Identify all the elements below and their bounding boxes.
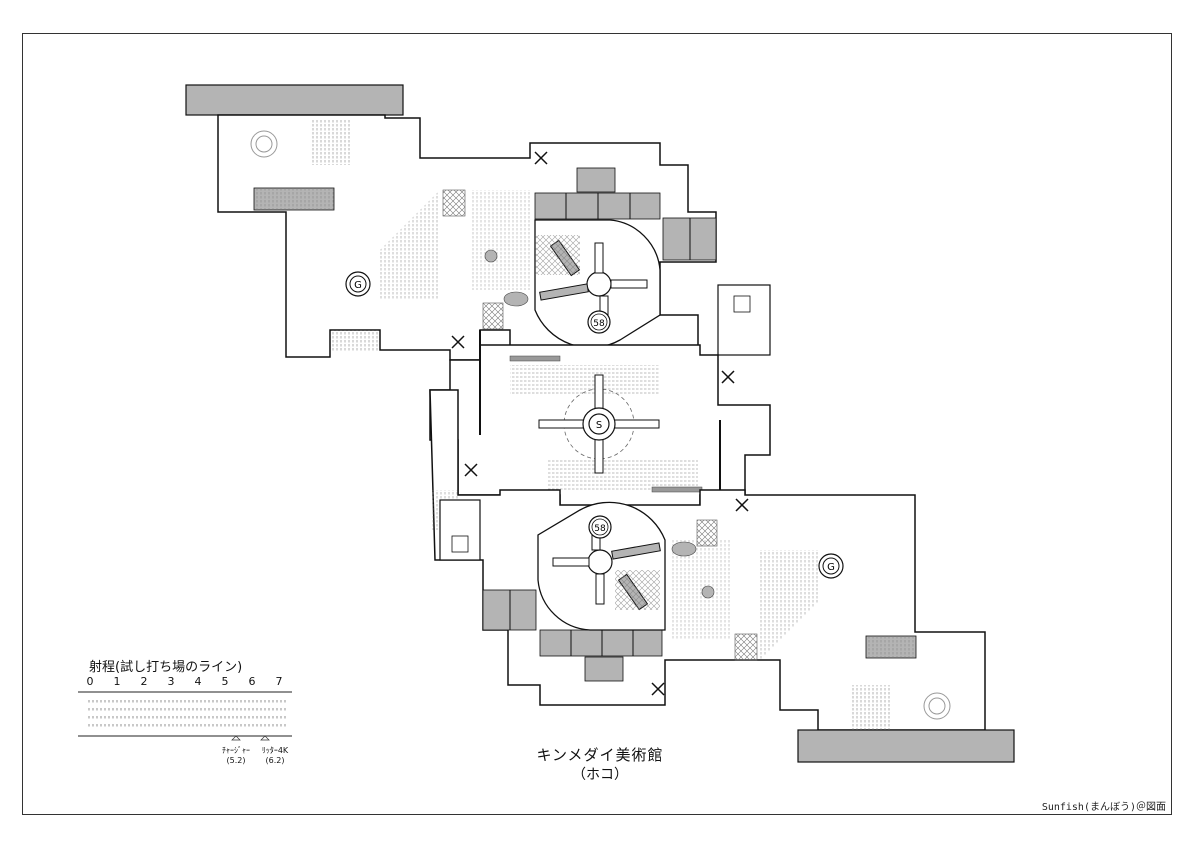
spawn-pad-lower bbox=[923, 692, 951, 720]
range-tick: 0 bbox=[86, 675, 94, 688]
map-frame bbox=[22, 33, 1172, 815]
svg-text:58: 58 bbox=[593, 319, 605, 329]
range-tick: 5 bbox=[221, 675, 229, 688]
spawn-pad-upper bbox=[250, 130, 278, 158]
weapon-name: ﾁｬｰｼﾞｬｰ bbox=[222, 746, 250, 755]
credit-text: Sunfish(まんぼう)＠図面 bbox=[1041, 802, 1166, 813]
rotating-platform-upper bbox=[535, 235, 648, 327]
weapon-name: ﾘｯﾀｰ4K bbox=[261, 746, 289, 755]
range-tick: 1 bbox=[113, 675, 121, 688]
x-markers bbox=[451, 151, 749, 696]
goal-marker-upper: G bbox=[345, 271, 371, 297]
map-subtitle: （ホコ） bbox=[572, 767, 628, 783]
height-marker-lower: 58 bbox=[588, 515, 612, 539]
weapon-label-liter: ﾘｯﾀｰ4K (6.2) bbox=[250, 746, 300, 766]
range-tick: 7 bbox=[275, 675, 283, 688]
map-title: キンメダイ美術館 bbox=[536, 746, 664, 764]
weapon-range: (6.2) bbox=[265, 756, 285, 765]
range-legend-title: 射程(試し打ち場のライン) bbox=[89, 660, 243, 675]
svg-text:G: G bbox=[827, 562, 835, 573]
goal-marker-lower: G bbox=[818, 553, 844, 579]
height-marker-upper: 58 bbox=[587, 310, 611, 334]
svg-text:58: 58 bbox=[594, 524, 606, 534]
range-tick: 3 bbox=[167, 675, 175, 688]
weapon-range: (5.2) bbox=[226, 756, 246, 765]
upper-base bbox=[185, 84, 771, 361]
weapon-label-charger: ﾁｬｰｼﾞｬｰ (5.2) bbox=[211, 746, 261, 766]
svg-text:S: S bbox=[596, 420, 602, 431]
range-tick: 4 bbox=[194, 675, 202, 688]
lower-base bbox=[429, 389, 1015, 763]
svg-text:G: G bbox=[354, 280, 362, 291]
range-legend bbox=[78, 691, 292, 741]
range-tick: 6 bbox=[248, 675, 256, 688]
range-tick: 2 bbox=[140, 675, 148, 688]
spawn-marker-center: S bbox=[588, 413, 610, 435]
